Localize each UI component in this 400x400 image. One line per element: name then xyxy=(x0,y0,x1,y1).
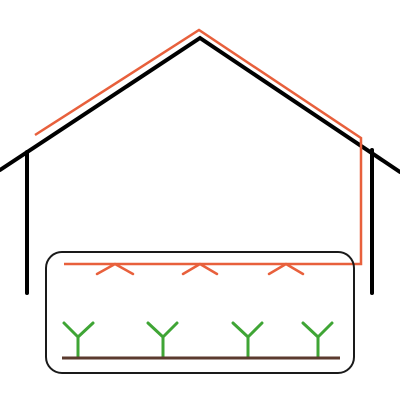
sprinklers xyxy=(95,262,305,276)
greenhouse-structure xyxy=(0,35,400,295)
plants xyxy=(62,321,334,360)
seedling-icon xyxy=(231,321,264,360)
seedling-icon xyxy=(301,321,334,360)
irrigation-line xyxy=(34,28,363,266)
sprinkler-icon xyxy=(181,262,219,276)
seedling-icon xyxy=(62,321,95,360)
greenhouse-roof xyxy=(0,35,400,174)
sprinkler-icon xyxy=(267,262,305,276)
seedling-icon xyxy=(146,321,179,360)
sprinkler-icon xyxy=(95,262,135,276)
planting-bed xyxy=(45,251,355,374)
